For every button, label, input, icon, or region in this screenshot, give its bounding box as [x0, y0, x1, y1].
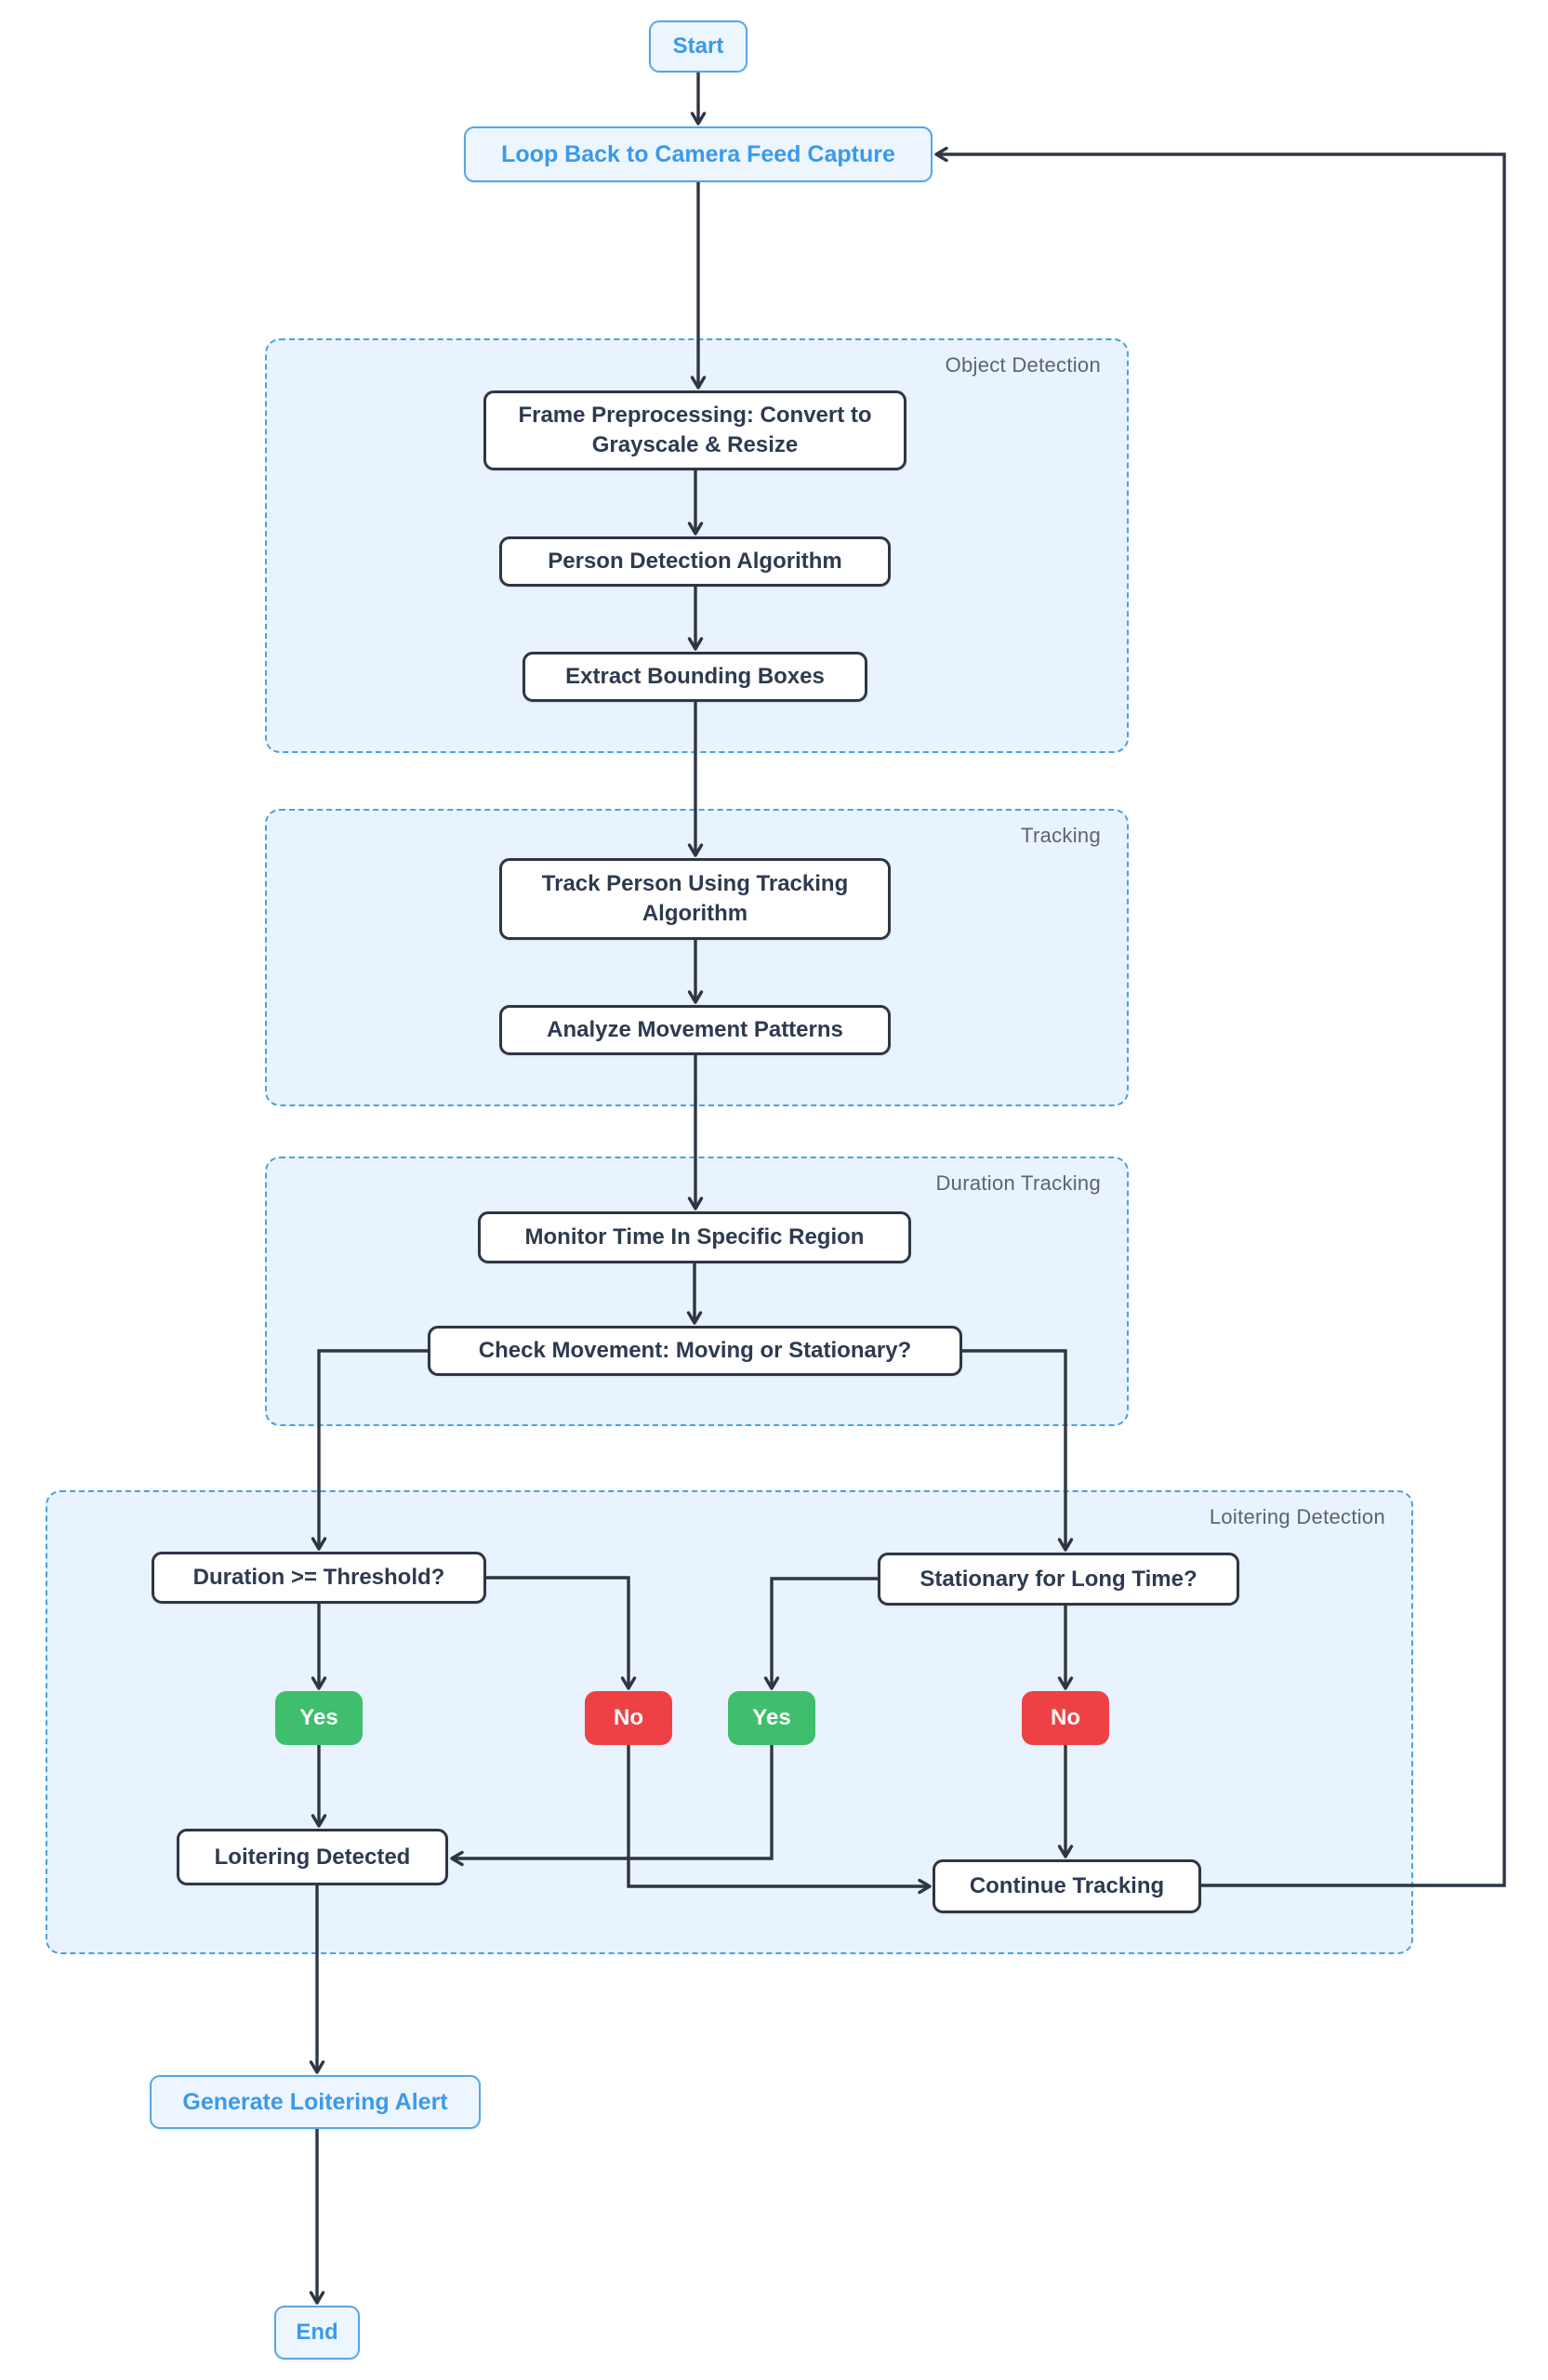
edge-durationno-to-continue	[627, 1745, 932, 1895]
edge-stationary-to-yes	[763, 1577, 878, 1690]
node-end[interactable]: End	[274, 2306, 360, 2360]
edge-duration-to-no	[486, 1576, 637, 1690]
node-track-person[interactable]: Track Person Using Tracking Algorithm	[499, 858, 891, 940]
node-loitering-detected[interactable]: Loitering Detected	[177, 1829, 448, 1885]
edge-stationaryyes-to-loitering	[450, 1745, 774, 1867]
group-object-detection-label: Object Detection	[945, 353, 1101, 377]
group-loitering-detection-label: Loitering Detection	[1209, 1505, 1385, 1528]
edge-checkmove-to-stationary	[962, 1349, 1074, 1552]
node-check-movement[interactable]: Check Movement: Moving or Stationary?	[428, 1326, 962, 1376]
badge-duration-yes[interactable]: Yes	[275, 1691, 363, 1745]
group-tracking-label: Tracking	[1021, 824, 1101, 847]
node-stationary-long-time[interactable]: Stationary for Long Time?	[878, 1553, 1239, 1606]
node-continue-tracking[interactable]: Continue Tracking	[933, 1859, 1201, 1913]
group-duration-tracking-label: Duration Tracking	[935, 1171, 1101, 1195]
badge-stationary-no[interactable]: No	[1022, 1691, 1109, 1745]
node-person-detection[interactable]: Person Detection Algorithm	[499, 536, 891, 587]
node-start[interactable]: Start	[649, 20, 748, 73]
node-extract-bounding-boxes[interactable]: Extract Bounding Boxes	[523, 652, 867, 702]
node-frame-preprocessing[interactable]: Frame Preprocessing: Convert to Grayscal…	[483, 390, 906, 470]
edge-continue-to-loopback	[934, 146, 1506, 1887]
node-analyze-movement[interactable]: Analyze Movement Patterns	[499, 1005, 891, 1055]
node-duration-threshold[interactable]: Duration >= Threshold?	[152, 1552, 486, 1604]
node-monitor-time[interactable]: Monitor Time In Specific Region	[478, 1211, 911, 1263]
badge-stationary-yes[interactable]: Yes	[728, 1691, 815, 1745]
badge-duration-no[interactable]: No	[585, 1691, 672, 1745]
node-generate-alert[interactable]: Generate Loitering Alert	[150, 2075, 481, 2129]
edge-checkmove-to-duration	[311, 1349, 428, 1551]
node-loop-back[interactable]: Loop Back to Camera Feed Capture	[464, 126, 933, 182]
